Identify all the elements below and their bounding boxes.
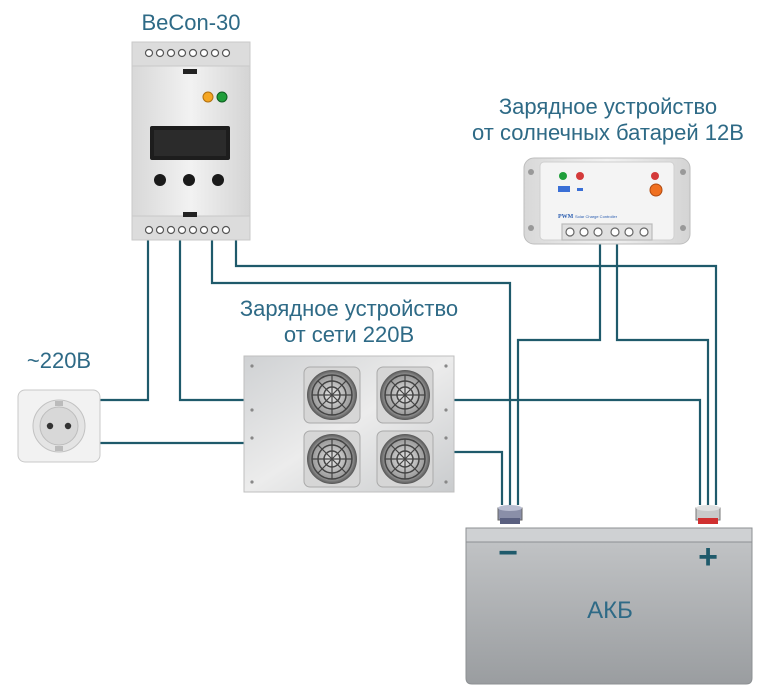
battery-plus-sign: + [698,538,718,576]
mains-charger-device [243,355,455,493]
battery-minus-sign: − [498,534,518,572]
becon-led-green [216,91,228,103]
becon-led-amber [202,91,214,103]
wire-becon-mains-charger [178,238,245,402]
becon-label: BeCon-30 [141,10,241,35]
battery-device [465,505,753,685]
solar-charger-label-line2: от солнечных батарей 12В [472,120,744,145]
wire-becon-battery-plus [234,238,718,505]
fan-4 [376,430,434,488]
wire-mains-battery-minus [452,450,504,505]
becon-top-terminals [144,48,231,58]
solar-terminals [561,223,653,241]
mains-charger-label-line2: от сети 220В [283,322,415,347]
wire-becon-battery-minus [210,238,512,505]
solar-led-green [559,172,567,180]
battery-label: АКБ [587,597,633,624]
socket-label: ~220В [26,348,92,373]
solar-button [649,183,663,197]
becon-device [131,41,251,241]
wires [100,238,718,505]
solar-device-text: PWM [558,214,574,220]
battery-terminal-minus [497,505,523,524]
wire-solar-battery-minus [516,242,602,505]
fan-1 [303,366,361,424]
solar-charger-label-line1: Зарядное устройство [498,94,718,119]
becon-button-2 [183,174,195,186]
solar-charger-device: PWM Solar Charge Controller [523,157,691,245]
solar-led-red [576,172,584,180]
mains-charger-label-line1: Зарядное устройство [239,296,459,321]
becon-button-3 [212,174,224,186]
fan-3 [303,430,361,488]
fan-2 [376,366,434,424]
socket-device [17,389,101,463]
wire-mains-battery-plus [452,398,702,505]
becon-bottom-terminals [144,225,231,235]
solar-device-subtext: Solar Charge Controller [575,214,618,219]
solar-led-right [651,172,659,180]
wire-becon-socket-1 [100,238,150,402]
battery-terminal-plus [695,505,721,524]
wire-solar-battery-plus [615,242,710,505]
becon-button-1 [154,174,166,186]
